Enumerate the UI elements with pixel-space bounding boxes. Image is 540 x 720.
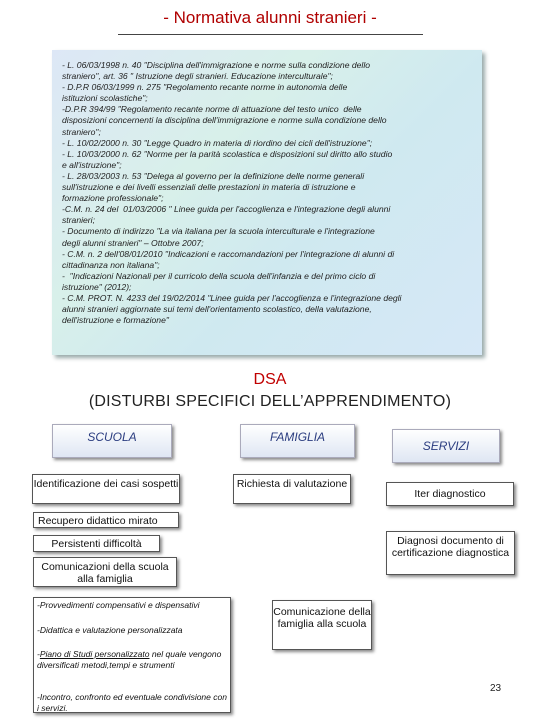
- piano-text: -Piano di Studi personalizzato nel quale…: [37, 649, 227, 670]
- provvedimenti-text: -Provvedimenti compensativi e dispensati…: [37, 600, 200, 610]
- title-underline: [118, 34, 423, 35]
- flow-iter-diagnostico: Iter diagnostico: [386, 482, 514, 506]
- normativa-line: - C.M. PROT. N. 4233 del 19/02/2014 "Lin…: [62, 292, 402, 303]
- column-scuola: SCUOLA: [52, 424, 172, 458]
- piano-underlined: Piano di Studi personalizzato: [39, 649, 150, 659]
- normativa-line: degli alunni stranieri" – Ottobre 2007;: [62, 237, 204, 248]
- normativa-line: alunni stranieri aggiornate sui temi del…: [62, 304, 372, 315]
- page-title: - Normativa alunni stranieri -: [163, 8, 377, 27]
- normativa-line: - "Indicazioni Nazionali per il curricol…: [62, 270, 376, 281]
- flow-diagnosi: Diagnosi documento di certificazione dia…: [386, 531, 515, 575]
- normativa-line: - L. 10/02/2000 n. 30 "Legge Quadro in m…: [62, 137, 373, 148]
- flow-richiesta-valutazione: Richiesta di valutazione: [233, 474, 351, 504]
- piano-prefix: -: [37, 649, 40, 659]
- normativa-line: straniero";: [62, 126, 101, 137]
- normativa-line: disposizioni concernenti la disciplina d…: [62, 115, 387, 126]
- flow-comunicazioni-scuola: Comunicazioni della scuola alla famiglia: [33, 557, 177, 587]
- flow-recupero-didattico: Recupero didattico mirato: [33, 512, 179, 528]
- flow-persistenti-difficolta: Persistenti difficoltà: [33, 535, 160, 552]
- normativa-box: - L. 06/03/1998 n. 40 "Disciplina dell'i…: [52, 50, 482, 355]
- normativa-line: sull'istruzione e dei livelli essenziali…: [62, 182, 356, 193]
- page-number: 23: [490, 683, 502, 694]
- incontro-text: -Incontro, confronto ed eventuale condiv…: [37, 692, 227, 713]
- normativa-line: istruzione" (2012);: [62, 281, 132, 292]
- didattica-text: -Didattica e valutazione personalizzata: [37, 624, 183, 635]
- column-servizi: SERVIZI: [392, 429, 500, 463]
- normativa-line: - L. 28/03/2003 n. 53 "Delega al governo…: [62, 170, 365, 181]
- normativa-line: e all'istruzione";: [62, 159, 122, 170]
- column-famiglia: FAMIGLIA: [240, 424, 355, 458]
- flow-comunicazione-famiglia: Comunicazione della famiglia alla scuola: [272, 600, 372, 650]
- piano-rest: nel quale vengono diversificati metodi,t…: [37, 649, 222, 670]
- normativa-line: dell'istruzione e formazione": [62, 315, 169, 326]
- normativa-line: - L. 10/03/2000 n. 62 "Norme per la pari…: [62, 148, 393, 159]
- normativa-line: -D.P.R 394/99 "Regolamento recante norme…: [62, 104, 362, 115]
- normativa-line: stranieri;: [62, 215, 95, 226]
- normativa-line: - C.M. n. 2 dell'08/01/2010 "Indicazioni…: [62, 248, 395, 259]
- dsa-title: DSA: [253, 371, 287, 388]
- normativa-line: -C.M. n. 24 del 01/03/2006 " Linee guida…: [62, 204, 391, 215]
- normativa-line: cittadinanza non italiana";: [62, 259, 160, 270]
- normativa-line: straniero", art. 36 " Istruzione degli s…: [62, 71, 333, 82]
- dsa-subtitle: (DISTURBI SPECIFICI DELL’APPRENDIMENTO): [88, 393, 452, 410]
- flow-identificazione: Identificazione dei casi sospetti: [32, 474, 180, 504]
- normativa-line: - D.P.R 06/03/1999 n. 275 "Regolamento r…: [62, 82, 348, 93]
- normativa-line: formazione professionale";: [62, 193, 164, 204]
- flow-provvedimenti-box: -Provvedimenti compensativi e dispensati…: [33, 597, 231, 713]
- normativa-line: - L. 06/03/1998 n. 40 "Disciplina dell'i…: [62, 60, 371, 70]
- normativa-line: - Documento di indirizzo "La via italian…: [62, 226, 375, 237]
- normativa-line: istituzioni scolastiche";: [62, 93, 148, 104]
